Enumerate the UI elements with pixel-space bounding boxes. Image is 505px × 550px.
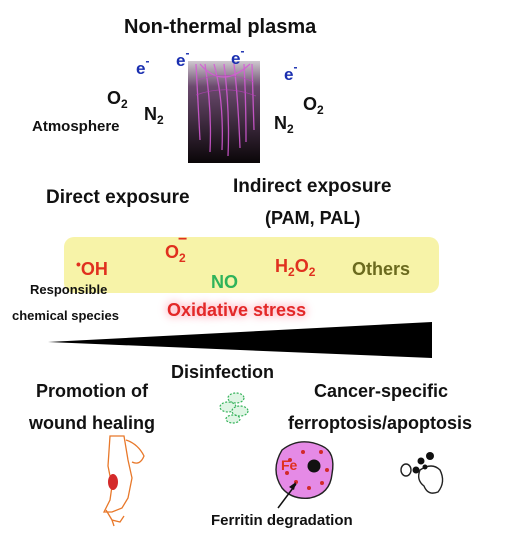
indirect-exposure-note: (PAM, PAL)	[265, 208, 361, 228]
electron-3: e-	[231, 44, 245, 68]
electron-1: e-	[136, 54, 150, 78]
nitrogen-left: N2	[144, 104, 164, 127]
wound-healing-label-line1: Promotion of	[36, 381, 148, 401]
hydrogen-peroxide: H2O2	[275, 256, 316, 279]
wound-spot	[108, 474, 118, 490]
oxidative-stress-label: Oxidative stress	[167, 300, 307, 320]
iron-label: Fe	[281, 457, 298, 473]
direct-exposure-label: Direct exposure	[46, 187, 190, 208]
ferritin-dots	[285, 450, 329, 490]
bacteria-icon	[219, 392, 249, 424]
wound-healing-label-line2: wound healing	[29, 413, 155, 433]
atmosphere-label: Atmosphere	[32, 118, 120, 135]
species-band	[64, 237, 439, 293]
oxygen-right: O2	[303, 94, 324, 117]
other-species: Others	[352, 259, 411, 279]
responsible-label-line1: Responsible	[30, 282, 108, 297]
cell-nucleus	[307, 459, 321, 473]
diagram-title: Non-thermal plasma	[124, 16, 317, 38]
responsible-label-line2: chemical species	[12, 308, 119, 323]
nitric-oxide: NO	[211, 272, 238, 292]
superoxide: O2−	[165, 231, 188, 265]
oxygen-left: O2	[107, 88, 128, 111]
nitrogen-right: N2	[274, 113, 294, 136]
cancer-cell-icon	[275, 441, 334, 499]
cancer-label-line2: ferroptosis/apoptosis	[288, 413, 473, 433]
cancer-label-line1: Cancer-specific	[314, 381, 449, 401]
ferritin-degradation-label: Ferritin degradation	[211, 512, 353, 529]
hydroxyl-radical: •OH	[76, 256, 108, 279]
indirect-exposure-label: Indirect exposure	[233, 176, 392, 197]
electron-4: e-	[284, 60, 298, 84]
apoptotic-fragments-icon	[400, 463, 444, 494]
electron-2: e-	[176, 46, 190, 70]
disinfection-label: Disinfection	[171, 362, 275, 382]
ferritin-arrow-head	[289, 482, 296, 490]
oxidative-stress-wedge	[48, 322, 432, 358]
